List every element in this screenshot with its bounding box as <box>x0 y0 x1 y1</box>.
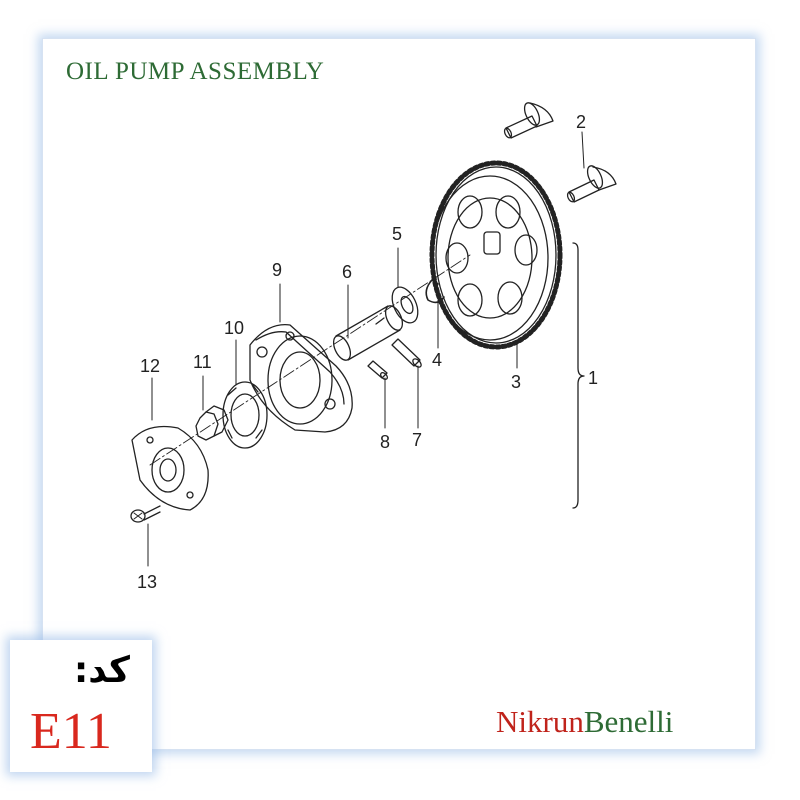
callout-3: 3 <box>511 372 521 392</box>
brand-logo: NikrunBenelli <box>496 704 673 740</box>
part-9-pump-body <box>249 324 353 433</box>
callout-1: 1 <box>588 368 598 388</box>
part-12-cover-plate <box>131 425 209 511</box>
callout-5: 5 <box>392 224 402 244</box>
callout-8: 8 <box>380 432 390 452</box>
callout-4: 4 <box>432 350 442 370</box>
diagram-title: OIL PUMP ASSEMBLY <box>66 58 325 85</box>
leader-2 <box>581 131 585 169</box>
center-axis-line <box>149 254 471 466</box>
part-8-pin <box>367 360 388 380</box>
part-3-gear <box>429 160 563 350</box>
code-box: کد: E11 <box>10 640 152 772</box>
callout-13: 13 <box>137 572 157 592</box>
callout-10: 10 <box>224 318 244 338</box>
diagram-frame <box>42 38 756 750</box>
assembly-bracket <box>572 242 585 509</box>
callout-6: 6 <box>342 262 352 282</box>
code-value: E11 <box>30 703 112 760</box>
brand-part-2: Benelli <box>583 704 674 739</box>
part-13-screw <box>130 505 161 523</box>
callout-9: 9 <box>272 260 282 280</box>
brand-part-1: Nikrun <box>496 704 584 739</box>
callout-11: 11 <box>193 352 212 372</box>
callout-12: 12 <box>140 356 160 376</box>
part-6-shaft <box>332 305 404 361</box>
part-4-circlip <box>425 279 445 304</box>
part-2-bolt-upper <box>503 102 554 139</box>
code-label: کد: <box>73 650 130 691</box>
callout-7: 7 <box>412 430 422 450</box>
part-2-bolt-lower <box>566 165 617 203</box>
callout-2: 2 <box>576 112 586 132</box>
part-10-outer-rotor <box>222 381 268 449</box>
part-5-washer <box>391 286 419 324</box>
part-11-inner-rotor <box>195 405 229 441</box>
part-7-pin <box>391 338 422 368</box>
